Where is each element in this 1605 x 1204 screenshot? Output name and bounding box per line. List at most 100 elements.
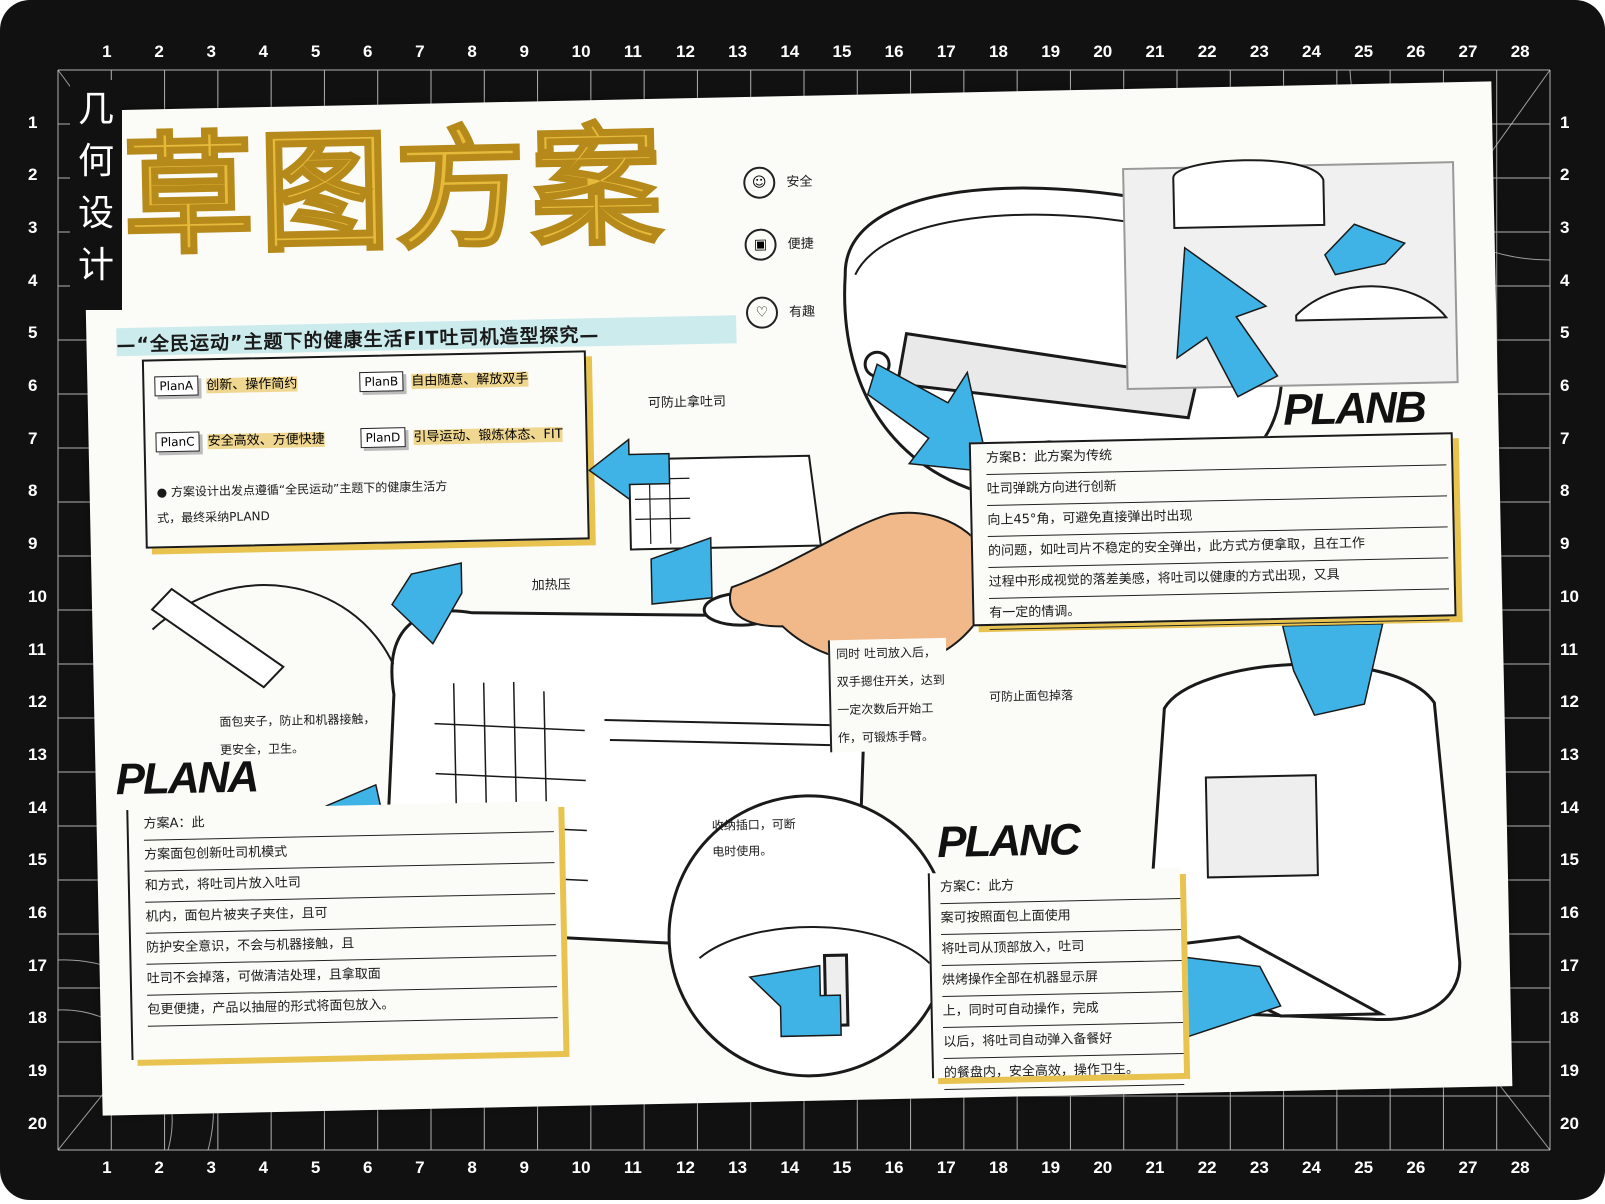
ruler-label: 14 [780, 1158, 800, 1177]
ruler-label: 21 [1145, 42, 1165, 61]
ruler-label: 1 [1560, 112, 1570, 132]
ruler-label: 7 [415, 42, 425, 61]
ruler-label: 1 [102, 1158, 112, 1177]
ruler-label: 2 [1560, 165, 1570, 185]
press-note: 同时 吐司放入后，双手摁住开关，达到一定次数后开始工作，可锻炼手臂。 [827, 637, 949, 753]
ruler-label: 10 [571, 1158, 591, 1177]
ruler-label: 4 [258, 1158, 269, 1177]
ruler-label: 5 [310, 42, 321, 61]
ruler-label: 6 [363, 1158, 373, 1177]
side-label-char: 何 [78, 141, 115, 182]
ruler-label: 9 [519, 42, 529, 61]
ruler-label: 2 [28, 165, 38, 185]
ruler-label: 19 [1041, 42, 1061, 61]
ruler-label: 14 [28, 797, 47, 817]
ruler-label: 3 [28, 218, 38, 238]
ruler-label: 20 [1093, 1158, 1113, 1177]
ruler-label: 1 [28, 112, 38, 132]
ruler-label: 3 [206, 42, 216, 61]
sketch-paper: 草图方案 —“全民运动”主题下的健康生活FIT吐司机造型探究— ☺ 安全 ▣ 便… [81, 81, 1513, 1116]
ruler-label: 18 [989, 42, 1008, 61]
plan-b-label: PLANB [1282, 382, 1426, 435]
ruler-label: 13 [1560, 744, 1579, 764]
ruler-label: 18 [1560, 1008, 1579, 1028]
ruler-label: 26 [1406, 42, 1426, 61]
ruler-label: 5 [310, 1158, 321, 1177]
plan-a-lines: 方案A：此方案面包创新吐司机模式和方式，将吐司片放入吐司机内，面包片被夹子夹住，… [143, 801, 558, 1027]
side-label-char: 几 [78, 89, 115, 130]
ruler-label: 2 [154, 1158, 164, 1177]
ruler-label: 7 [415, 1158, 425, 1177]
ruler-label: 1 [102, 42, 112, 61]
ruler-label: 15 [1560, 850, 1579, 870]
ruler-label: 8 [467, 42, 477, 61]
ruler-label: 10 [28, 586, 47, 606]
ruler-label: 9 [519, 1158, 529, 1177]
ruler-label: 20 [28, 1113, 47, 1133]
ruler-label: 17 [28, 955, 47, 975]
ruler-label: 14 [1560, 797, 1579, 817]
ruler-label: 25 [1354, 42, 1374, 61]
ruler-label: 12 [1560, 692, 1579, 712]
ruler-label: 18 [989, 1158, 1008, 1177]
ruler-label: 17 [1560, 955, 1579, 975]
ruler-label: 24 [1302, 1158, 1321, 1177]
plan-c-line: 将吐司从顶部放入，吐司 [941, 930, 1182, 967]
ruler-label: 15 [832, 42, 852, 61]
ruler-label: 10 [1560, 586, 1579, 606]
ruler-label: 16 [884, 1158, 904, 1177]
ruler-label: 27 [1458, 42, 1478, 61]
ruler-label: 2 [154, 42, 164, 61]
ruler-label: 9 [1560, 534, 1570, 554]
ruler-label: 5 [1560, 323, 1570, 343]
plan-c-side-note: 可防止面包掉落 [988, 688, 1074, 704]
ruler-label: 8 [28, 481, 38, 501]
ruler-label: 20 [1093, 42, 1113, 61]
ruler-label: 4 [28, 270, 38, 290]
plan-c-label: PLANC [936, 815, 1080, 868]
ruler-label: 7 [28, 428, 38, 448]
plan-a-description: 方案A：此方案面包创新吐司机模式和方式，将吐司片放入吐司机内，面包片被夹子夹住，… [126, 801, 564, 1061]
ruler-label: 7 [1560, 428, 1570, 448]
plan-c-lines: 方案C：此方案可按照面包上面使用将吐司从顶部放入，吐司烘烤操作全部在机器显示屏上… [939, 868, 1185, 1091]
ruler-label: 15 [832, 1158, 852, 1177]
ruler-label: 21 [1145, 1158, 1165, 1177]
ruler-label: 18 [28, 1008, 47, 1028]
ruler-label: 12 [28, 692, 47, 712]
ruler-label: 14 [780, 42, 800, 61]
plan-c-description: 方案C：此方案可按照面包上面使用将吐司从顶部放入，吐司烘烤操作全部在机器显示屏上… [927, 868, 1185, 1091]
ruler-label: 5 [28, 323, 38, 343]
side-label: 几何设计 [70, 80, 122, 310]
ruler-label: 16 [884, 42, 904, 61]
ruler-label: 19 [1560, 1060, 1579, 1080]
ruler-label: 16 [28, 902, 47, 922]
ruler-label: 11 [1560, 639, 1578, 659]
ruler-label: 19 [1041, 1158, 1061, 1177]
ruler-label: 22 [1197, 1158, 1217, 1177]
ruler-label: 28 [1510, 42, 1530, 61]
plan-b-detail-sketch [1122, 159, 1459, 391]
ruler-label: 12 [676, 42, 695, 61]
ruler-label: 15 [28, 850, 47, 870]
plan-c-line: 案可按照面包上面使用 [940, 899, 1182, 936]
ruler-label: 23 [1249, 1158, 1269, 1177]
slot-note: 可防止拿吐司 [647, 394, 727, 412]
plan-c-line: 的餐盘内，安全高效，操作卫生。 [943, 1054, 1185, 1091]
ruler-label: 20 [1560, 1113, 1579, 1133]
plan-c-line: 方案C：此方 [939, 868, 1181, 905]
ruler-label: 12 [676, 1158, 695, 1177]
ruler-label: 28 [1510, 1158, 1530, 1177]
ruler-label: 26 [1406, 1158, 1426, 1177]
ruler-label: 13 [28, 744, 47, 764]
side-label-char: 计 [78, 245, 115, 286]
plan-c-line: 以后，将吐司自动弹入备餐好 [943, 1023, 1184, 1060]
ruler-label: 3 [1560, 218, 1570, 238]
ruler-label: 16 [1560, 902, 1579, 922]
side-label-char: 设 [78, 193, 115, 234]
ruler-label: 6 [28, 376, 38, 396]
ruler-label: 11 [623, 1158, 642, 1177]
ruler-label: 13 [728, 1158, 748, 1177]
ruler-label: 19 [28, 1060, 47, 1080]
plan-c-line: 上，同时可自动操作，完成 [942, 992, 1183, 1029]
plan-c-line: 烘烤操作全部在机器显示屏 [941, 961, 1183, 998]
